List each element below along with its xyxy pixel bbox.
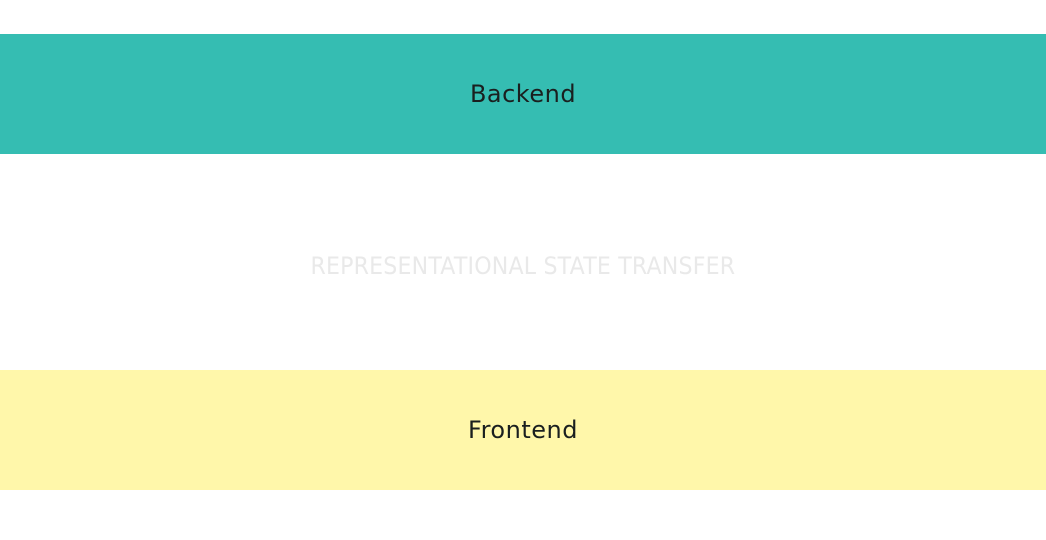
frontend-layer: Frontend <box>0 370 1046 490</box>
backend-label: Backend <box>469 80 577 108</box>
rest-label: REPRESENTATIONAL STATE TRANSFER <box>310 252 736 280</box>
backend-layer: Backend <box>0 34 1046 154</box>
frontend-label: Frontend <box>468 416 578 444</box>
rest-connector: REPRESENTATIONAL STATE TRANSFER <box>0 154 1046 370</box>
